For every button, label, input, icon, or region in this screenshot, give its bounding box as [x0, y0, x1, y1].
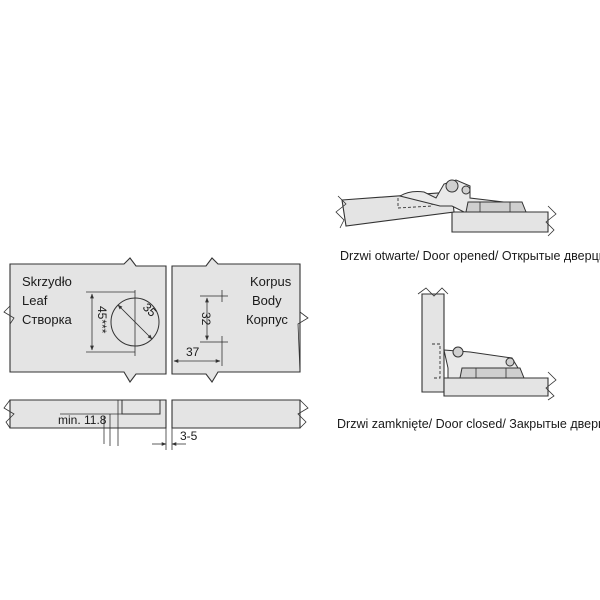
door-closed-illustration: [417, 287, 557, 401]
leaf-vertical-dim-value: 45***: [95, 306, 109, 334]
closed-hinge-pin: [505, 357, 515, 367]
closed-body-break-mark: [545, 371, 557, 401]
door-closed-caption: Drzwi zamknięte/ Door closed/ Закрытые д…: [337, 417, 600, 431]
opened-body-break-mark: [545, 205, 557, 237]
body-label-pl: Korpus: [250, 274, 292, 289]
gap-dim-value: 3-5: [180, 429, 198, 443]
leaf-panel: [3, 257, 167, 383]
leaf-panel-outline: [9, 257, 167, 383]
opened-cabinet-body: [451, 211, 549, 233]
leaf-diameter-line: [117, 304, 153, 340]
body-panel: [171, 257, 309, 383]
closed-hinge-knuckle: [452, 346, 464, 358]
body-vertical-dim-value: 32: [199, 312, 213, 326]
cross-section: [3, 399, 309, 450]
opened-hinge-cup: [397, 197, 433, 209]
body-label-ru: Корпус: [246, 312, 288, 327]
leaf-label-ru: Створка: [22, 312, 73, 327]
body-horizontal-dim-value: 37: [186, 345, 200, 359]
body-section: [171, 399, 301, 429]
thickness-dim-value: min. 11.8: [58, 413, 107, 427]
leaf-label-en: Leaf: [22, 293, 48, 308]
opened-hinge-pin: [461, 185, 471, 195]
closed-door-break-mark: [417, 287, 449, 297]
leaf-label-pl: Skrzydło: [22, 274, 72, 289]
closed-cabinet-body: [443, 377, 549, 397]
body-label-en: Body: [252, 293, 282, 308]
door-opened-caption: Drzwi otwarte/ Door opened/ Открытые две…: [340, 249, 600, 263]
closed-door-leaf: [421, 293, 445, 393]
closed-hinge-cup: [432, 343, 441, 379]
opened-hinge-knuckle: [445, 179, 459, 193]
closed-mounting-plate: [459, 367, 525, 379]
opened-door-break-mark: [335, 195, 347, 229]
door-opened-illustration: [335, 179, 557, 237]
leaf-section-cup-recess: [121, 400, 161, 415]
opened-mounting-plate: [465, 201, 527, 213]
